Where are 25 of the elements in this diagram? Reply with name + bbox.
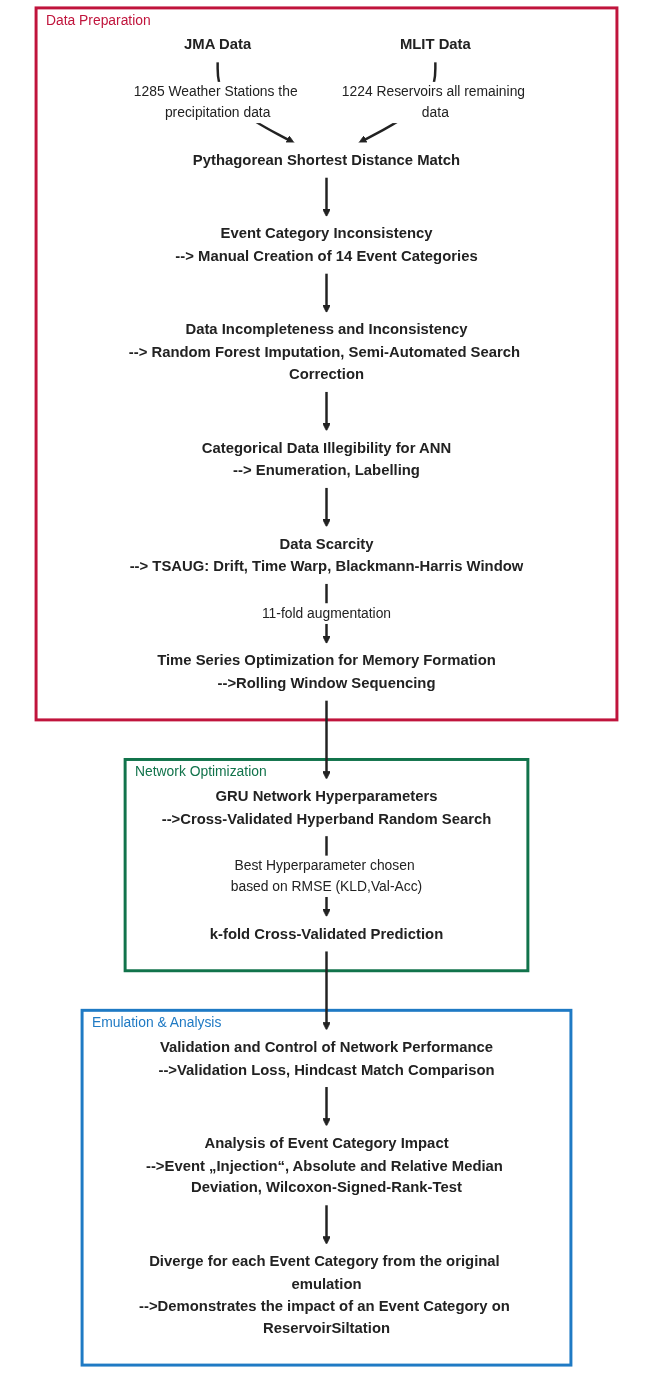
arrow (321, 700, 331, 780)
arrow (321, 487, 331, 528)
node-text: Categorical Data Illegibility for ANN --> Enumeration, Labelling (201, 438, 451, 478)
node-text: Analysis of Event Category Impact -->Event „Injection“, Absolute and Relative Median Deviation, Wilcoxon-Signed-Rank-Test (145, 1134, 503, 1196)
node-text: Data Incompleteness and Inconsistency --> Random Forest Imputation, Semi-Automated Search Correction (128, 320, 520, 382)
arrow (321, 273, 331, 314)
node-text: GRU Network Hyperparameters -->Cross-Validated Hyperband Random Search (161, 787, 491, 827)
node-text: Pythagorean Shortest Distance Match (192, 150, 460, 168)
node-text: Diverge for each Event Category from the original emulation -->Demonstrates the impact of an Event Category on ReservoirSiltation (138, 1252, 510, 1336)
arrow (321, 950, 331, 1031)
node-text: MLIT Data (399, 35, 471, 53)
edge-label: 11-fold augmentation (261, 605, 391, 621)
edge-label: 1285 Weather Stations the precipitation data (133, 83, 298, 121)
node-text: Validation and Control of Network Performance -->Validation Loss, Hindcast Match Comparison (157, 1038, 495, 1078)
arrow (321, 391, 331, 432)
node-text: JMA Data (183, 35, 251, 53)
node-text: Time Series Optimization for Memory Formation -->Rolling Window Sequencing (156, 651, 496, 691)
arrow (321, 1086, 331, 1127)
edge-label: Best Hyperparameter chosen based on RMSE (KLD,Val-Acc) (230, 857, 422, 895)
node-text: Event Category Inconsistency --> Manual Creation of 14 Event Categories (174, 224, 478, 264)
node-text: Data Scarcity --> TSAUG: Drift, Time Warp, Blackmann-Harris Window (129, 534, 523, 574)
node-text: k-fold Cross-Validated Prediction (209, 924, 443, 942)
edge-label: 1224 Reservoirs all remaining data (341, 83, 525, 121)
arrow (321, 1204, 331, 1245)
arrow (321, 177, 331, 218)
